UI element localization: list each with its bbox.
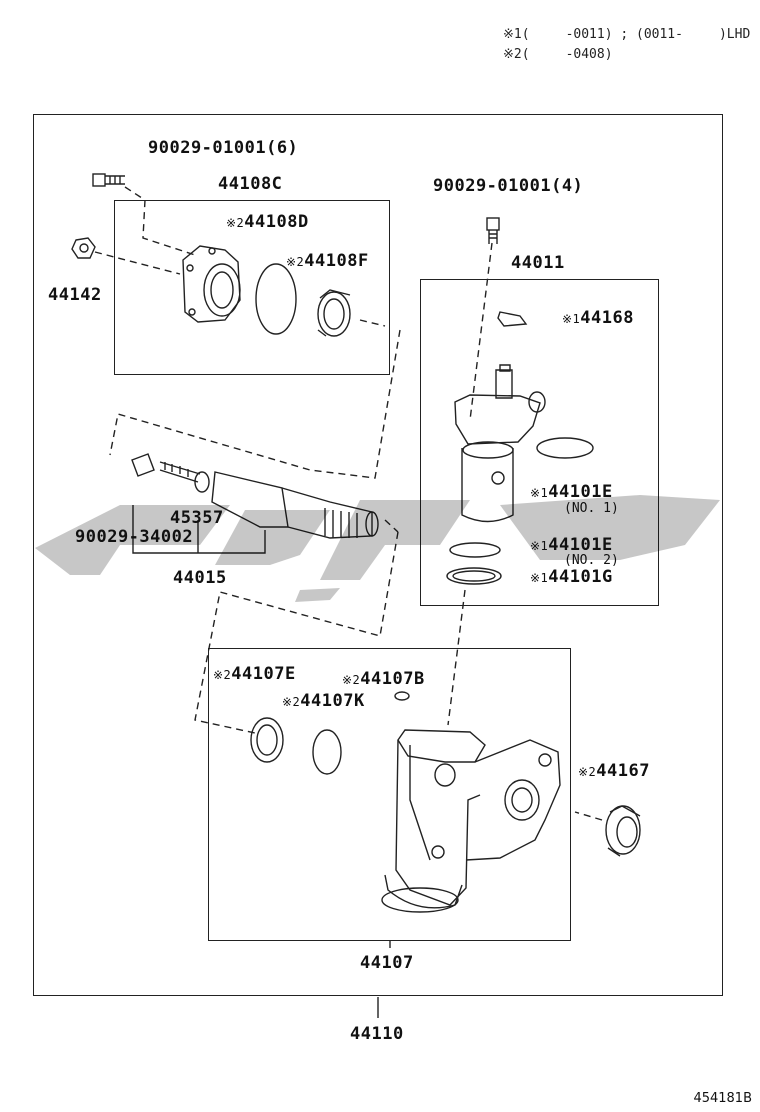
assembly-outer-frame [33,114,723,996]
shaft-44015-shape [131,453,379,539]
oring-44108D-shape [255,263,297,335]
watermark-logo [35,495,720,602]
note-1: ※1( -0011) ; (0011- )LHD [503,28,750,41]
label-bolt-90029-01001-6: 90029-01001(6) [148,138,299,158]
label-44101E-no2-sub: (NO. 2) [564,553,619,568]
box-44108C [114,200,390,375]
valve-44011-shape [446,311,594,585]
note-1-range: -0011) ; (0011- [565,27,683,42]
seal-44107E-shape [250,717,284,763]
label-44110: 44110 [350,1024,404,1044]
oring-44107B-shape [394,691,410,701]
label-44167: ※244167 [578,761,650,781]
seal-44167-shape [605,805,641,857]
label-44015: 44015 [173,568,227,588]
label-44101E-no1: ※144101E [530,482,613,502]
note-2-open: ( [521,47,530,62]
oring-44107K-shape [312,729,342,775]
label-90029-34002: 90029-34002 [75,527,194,547]
note-1-mark: ※1 [503,27,522,42]
note-1-tail: )LHD [718,27,751,42]
figure-number: 454181B [693,1091,752,1106]
label-44108D: ※244108D [226,212,309,232]
label-44168: ※144168 [562,308,634,328]
bolt-90029-01001-left-shape [92,173,125,187]
label-44107B: ※244107B [342,669,425,689]
label-44107K: ※244107K [282,691,365,711]
box-44011 [420,279,659,606]
label-44101E-no2: ※144101E [530,535,613,555]
ring-44101G-shape [446,567,502,585]
gear-housing-44107-shape [381,729,561,913]
label-45357: 45357 [170,508,224,528]
note-1-open: ( [521,27,530,42]
nut-44142-shape [71,237,96,259]
label-44101G: ※144101G [530,567,613,587]
seal-44108F-shape [317,289,351,337]
label-44108C: 44108C [218,174,283,194]
housing-44108C-shape [182,245,241,323]
bracket-44015 [132,505,266,554]
oring-44101E-no1-shape [536,437,594,459]
label-44107: 44107 [360,953,414,973]
bolt-90029-01001-right-shape [486,217,500,244]
label-44101E-no1-sub: (NO. 1) [564,501,619,516]
dashed-leaders [94,186,603,821]
label-44011: 44011 [511,253,565,273]
label-44107E: ※244107E [213,664,296,684]
label-bolt-90029-01001-4: 90029-01001(4) [433,176,584,196]
note-2-range: -0408) [565,47,613,62]
note-2: ※2( -0408) [503,48,613,61]
box-44107 [208,648,571,941]
note-2-mark: ※2 [503,47,522,62]
label-44108F: ※244108F [286,251,369,271]
oring-44101E-no2-shape [449,542,501,558]
label-44142: 44142 [48,285,102,305]
